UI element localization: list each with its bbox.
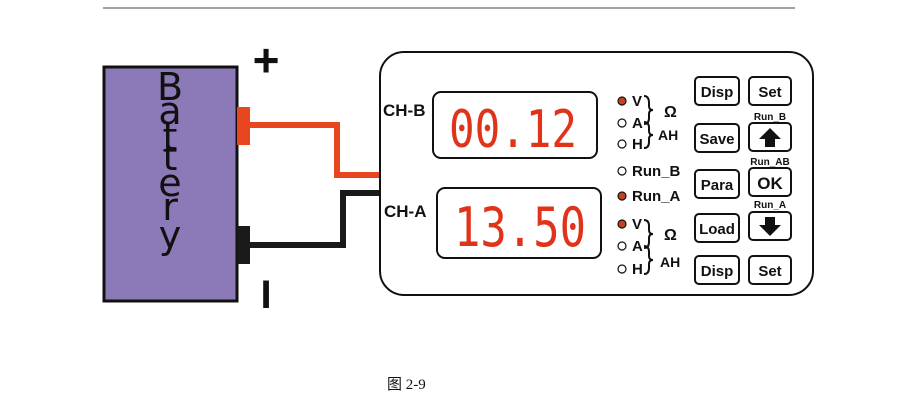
ch-a-ind-a: A <box>632 238 643 255</box>
up-arrow-icon <box>759 128 781 147</box>
ch-a-unit-ah: AH <box>660 254 680 270</box>
ch-b-led-a-icon <box>617 118 627 128</box>
ch-a-ind-v: V <box>632 216 642 233</box>
plus-sign: + <box>253 34 280 86</box>
para-button[interactable]: Para <box>694 169 740 199</box>
negative-terminal <box>237 226 250 264</box>
run-a-label: Run_A <box>632 188 681 205</box>
ch-b-ind-a: A <box>632 115 643 132</box>
down-caption: Run_A <box>754 200 786 211</box>
negative-wire <box>250 190 382 248</box>
ch-b-indicators: V A H Ω AH <box>617 93 678 153</box>
ch-a-led-v-icon <box>617 219 627 229</box>
ok-caption: Run_AB <box>750 157 789 168</box>
ok-button[interactable]: OK <box>748 167 792 197</box>
ch-b-led-h-icon <box>617 139 627 149</box>
meter-panel: CH-B 00.12 CH-A 13.50 V A H Ω AH <box>379 51 814 296</box>
ok-button-frame[interactable] <box>748 167 792 197</box>
battery-body <box>102 65 239 303</box>
ch-a-indicators: V A H Ω AH <box>617 216 680 278</box>
ch-a-led-h-icon <box>617 264 627 274</box>
load-button-frame[interactable] <box>694 213 740 243</box>
battery-letter-2: a <box>158 89 181 133</box>
load-button[interactable]: Load <box>694 213 740 243</box>
run-a-led-icon <box>617 191 627 201</box>
save-label: Save <box>699 131 734 148</box>
disp-top-button[interactable]: Disp <box>694 76 740 106</box>
ch-a-ind-h: H <box>632 261 643 278</box>
ch-b-label: CH-B <box>383 101 426 120</box>
ch-a-unit-ohm: Ω <box>664 227 677 244</box>
battery-letter-7: y <box>159 213 182 257</box>
ch-b-brace-ohm-icon <box>643 95 654 125</box>
ok-label: OK <box>757 174 783 193</box>
ch-b-brace-ah-icon <box>643 121 654 149</box>
battery-letter-3: t <box>163 115 178 159</box>
ch-a-brace-ohm-icon <box>643 219 654 249</box>
battery-letter-1: B <box>157 65 183 109</box>
disp-bottom-button-frame[interactable] <box>694 255 740 285</box>
up-button[interactable] <box>748 122 792 152</box>
ch-b-unit-ah: AH <box>658 127 678 143</box>
down-button[interactable] <box>748 211 792 241</box>
set-bottom-button[interactable]: Set <box>748 255 792 285</box>
battery-letter-5: e <box>158 161 181 205</box>
ch-a-brace-ah-icon <box>643 245 654 275</box>
ch-b-reading: 00.12 <box>449 100 577 160</box>
set-top-label: Set <box>758 84 781 101</box>
ch-b-led-v-icon <box>617 96 627 106</box>
ch-a-label: CH-A <box>384 202 427 221</box>
battery-letter-6: r <box>162 185 178 229</box>
up-caption: Run_B <box>754 112 786 123</box>
save-button-frame[interactable] <box>694 123 740 153</box>
disp-top-label: Disp <box>701 84 734 101</box>
save-button[interactable]: Save <box>694 123 740 153</box>
run-indicators: Run_B Run_A <box>617 163 681 205</box>
run-b-led-icon <box>617 166 627 176</box>
para-button-frame[interactable] <box>694 169 740 199</box>
set-top-button[interactable]: Set <box>748 76 792 106</box>
ch-b-unit-ohm: Ω <box>664 104 677 121</box>
set-bottom-label: Set <box>758 263 781 280</box>
figure-caption: 图 2-9 <box>387 376 426 393</box>
ch-b-ind-h: H <box>632 136 643 153</box>
ch-b-ind-v: V <box>632 93 642 110</box>
disp-bottom-label: Disp <box>701 263 734 280</box>
ch-a-led-a-icon <box>617 241 627 251</box>
battery: B a t t e r y + I <box>102 34 280 317</box>
disp-bottom-button[interactable]: Disp <box>694 255 740 285</box>
positive-wire <box>250 122 382 178</box>
minus-sign: I <box>260 273 271 317</box>
para-label: Para <box>701 177 734 194</box>
run-b-label: Run_B <box>632 163 681 180</box>
load-label: Load <box>699 221 735 238</box>
disp-top-button-frame[interactable] <box>694 76 740 106</box>
ch-a-display <box>436 187 602 259</box>
ch-a-reading: 13.50 <box>454 196 586 259</box>
down-arrow-icon <box>759 217 781 236</box>
set-top-button-frame[interactable] <box>748 76 792 106</box>
positive-terminal <box>237 107 250 145</box>
ch-b-display <box>432 91 598 159</box>
set-bottom-button-frame[interactable] <box>748 255 792 285</box>
battery-letter-4: t <box>163 135 178 179</box>
